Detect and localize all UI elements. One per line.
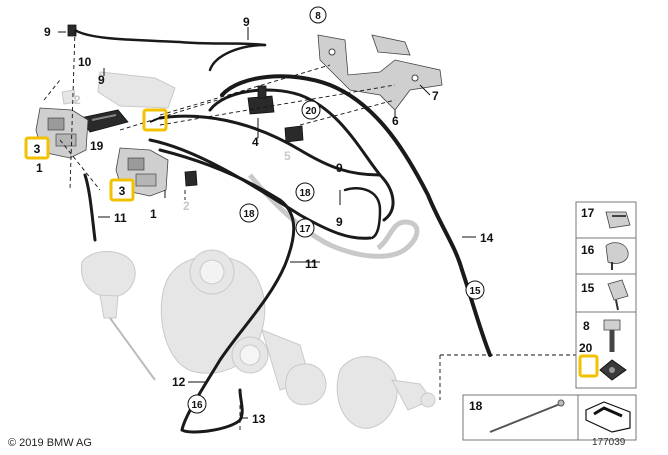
callout-20-circled: 20 [305, 106, 317, 117]
clip-17-icon [605, 211, 631, 229]
callout-2-upper: 2 [74, 93, 81, 107]
callout-8-circled: 8 [315, 11, 321, 22]
callouts: 9 10 9 2 19 1 9 7 6 4 5 1 2 11 9 9 11 14… [36, 15, 494, 426]
circled-callouts: 8 20 18 18 17 15 16 [187, 6, 485, 414]
bracket-mount [317, 34, 443, 118]
callout-12: 12 [172, 375, 186, 389]
legend-18: 18 [469, 399, 483, 413]
copyright-text: © 2019 BMW AG [8, 437, 92, 449]
legend-16: 16 [581, 243, 595, 257]
pressure-converter-4 [247, 85, 275, 115]
callout-11-b: 11 [305, 257, 318, 271]
clip-15-icon [607, 279, 629, 301]
callout-19: 19 [90, 139, 104, 153]
highlight-box-20 [578, 354, 599, 378]
callout-14: 14 [480, 231, 494, 245]
callout-6: 6 [392, 114, 399, 128]
hose-clip-top [67, 24, 77, 37]
cable-tie-18-icon [489, 403, 561, 433]
callout-5: 5 [284, 149, 291, 163]
callout-3-lower: 3 [119, 184, 126, 198]
sensor-2-lower [184, 170, 198, 187]
diagram-number: 177039 [592, 437, 626, 448]
callout-9-e: 9 [336, 215, 343, 229]
callout-18-circled-b: 18 [243, 209, 255, 220]
wastegate-actuator-ghost [81, 251, 156, 381]
legend-panel: 17 16 15 8 20 [575, 201, 637, 389]
leader-lines [58, 27, 476, 419]
callout-18-circled-a: 18 [299, 188, 311, 199]
legend-8: 8 [583, 319, 590, 333]
coolant-pipe-ghost [248, 173, 420, 259]
highlight-box-hose-end [142, 108, 168, 132]
arrow-symbol-icon [585, 401, 631, 433]
turbocharger-ghost [160, 249, 327, 406]
legend-panel-bottom: 18 [462, 394, 637, 441]
callout-15-circled: 15 [469, 286, 481, 297]
callout-16-circled: 16 [191, 400, 203, 411]
callout-1-lower: 1 [150, 207, 157, 221]
callout-7: 7 [432, 89, 439, 103]
highlight-box-3-lower [109, 178, 135, 202]
callout-9-b: 9 [98, 73, 105, 87]
legend-15: 15 [581, 281, 595, 295]
callout-3-upper: 3 [34, 142, 41, 156]
callout-1-upper: 1 [36, 161, 43, 175]
exhaust-pipe-ghost [336, 356, 436, 429]
legend-20: 20 [579, 341, 593, 355]
callout-9-c: 9 [243, 15, 250, 29]
highlight-box-3-upper [24, 136, 50, 160]
callout-9-a: 9 [44, 25, 51, 39]
clip-16-icon [605, 242, 629, 264]
callout-10: 10 [78, 55, 92, 69]
bolt-8-icon [603, 319, 621, 331]
callout-9-d: 9 [336, 161, 343, 175]
sensor-5 [284, 125, 304, 143]
callout-2-lower: 2 [183, 199, 190, 213]
callout-11-a: 11 [114, 211, 127, 225]
callout-13: 13 [252, 412, 266, 426]
bracket-ghost [97, 71, 176, 109]
callout-4: 4 [252, 135, 259, 149]
callout-17-circled: 17 [299, 224, 311, 235]
legend-17: 17 [581, 206, 595, 220]
highlighted-callouts: 3 3 [24, 108, 168, 202]
